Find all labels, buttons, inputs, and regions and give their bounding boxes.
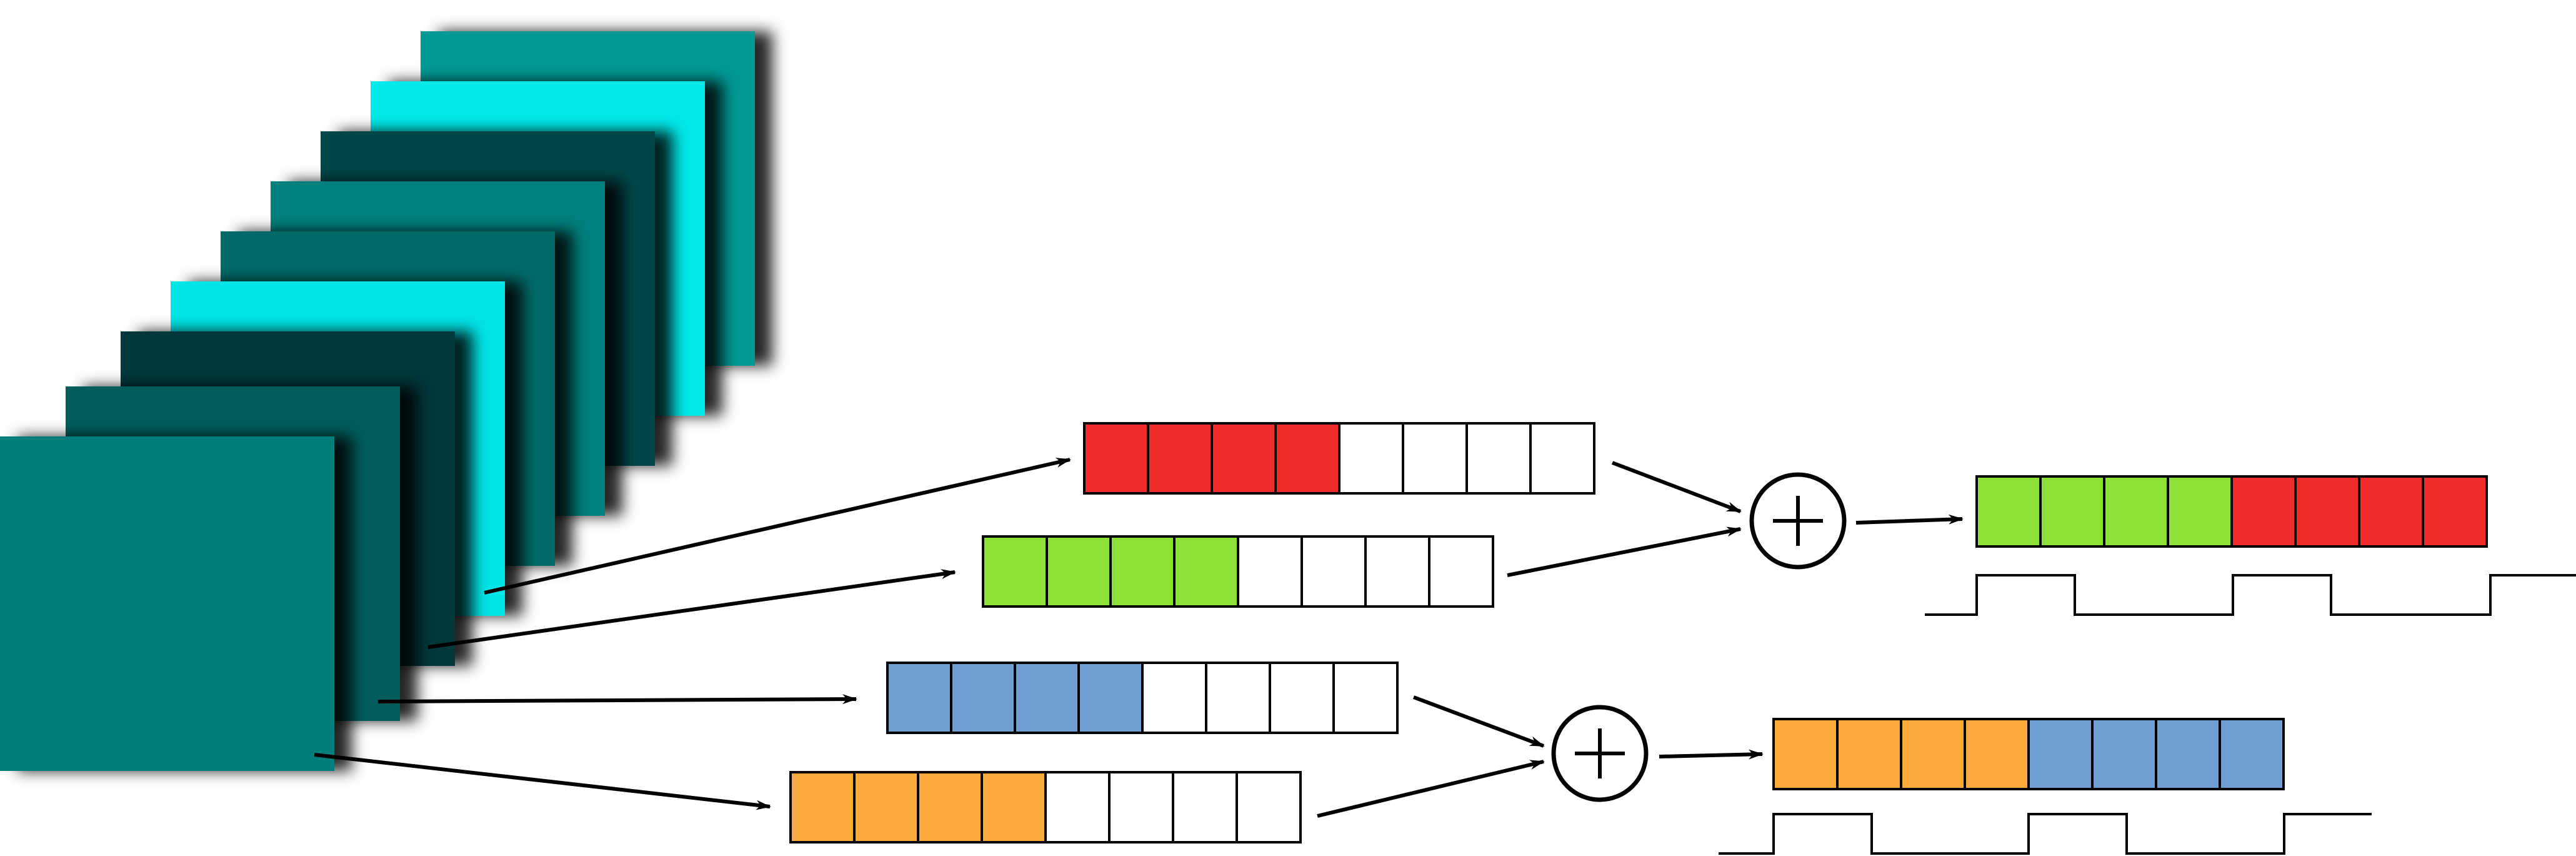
arrow-green-to-adder [1507,526,1742,577]
arrow-layer [314,458,1964,818]
sequence-cell [1402,422,1468,495]
arrow-bottom-sum-out [1659,749,1764,760]
sequence-cell [2027,718,2094,790]
adder-bottom [1551,705,1649,802]
sequence-cell [1044,771,1111,843]
sequence-cell [1109,535,1176,608]
sequence-cell [1147,422,1213,495]
arrow-to-orange [314,753,771,810]
red-sequence [1083,422,1595,495]
sequence-cell [1975,475,2042,548]
sequence-cell [1428,535,1494,608]
sequence-cell [886,662,952,734]
sequence-cell [1172,771,1238,843]
arrow-red-to-adder [1611,461,1742,513]
sequence-cell [1173,535,1239,608]
arrow-top-sum-out [1855,514,1964,525]
arrow-to-blue [377,694,857,705]
top-output [1975,475,2488,548]
sequence-cell [1083,422,1149,495]
sequence-cell [1465,422,1532,495]
sequence-cell [2167,475,2233,548]
arrow-to-red [484,458,1071,595]
adder-top [1749,472,1847,570]
feature-map-stack [0,31,755,771]
sequence-layer [789,422,1595,843]
sequence-cell [1077,662,1144,734]
sequence-cell [2103,475,2169,548]
sequence-cell [2294,475,2360,548]
arrow-orange-to-adder [1317,760,1545,818]
sequence-cell [2039,475,2105,548]
orange-sequence [789,771,1302,843]
sequence-cell [2091,718,2157,790]
sequence-cell [1237,535,1303,608]
sequence-cell [1046,535,1112,608]
green-sequence [982,535,1494,608]
sequence-cell [1900,718,1966,790]
bottom-output [1772,718,2285,790]
arrow-blue-to-adder [1412,695,1545,748]
sequence-cell [1964,718,2030,790]
sequence-cell [1332,662,1399,734]
sequence-cell [1364,535,1430,608]
sequence-cell [789,771,856,843]
feature-map [0,436,334,771]
blue-sequence [886,662,1399,734]
sequence-cell [2155,718,2221,790]
sequence-cell [981,771,1047,843]
sequence-cell [1141,662,1207,734]
sequence-cell [2219,718,2285,790]
arrow-to-green [427,569,956,649]
top-waveform [1925,574,2576,616]
sequence-cell [1274,422,1340,495]
sequence-cell [2358,475,2424,548]
sequence-cell [950,662,1016,734]
sequence-cell [1269,662,1335,734]
sequence-cell [1300,535,1367,608]
sequence-cell [1211,422,1277,495]
sequence-cell [1108,771,1174,843]
sequence-cell [1236,771,1302,843]
sequence-cell [917,771,983,843]
sequence-cell [2422,475,2488,548]
merged-output-layer [1772,475,2488,790]
sequence-cell [853,771,919,843]
sequence-cell [1338,422,1404,495]
sequence-cell [2230,475,2297,548]
sequence-cell [982,535,1048,608]
sequence-cell [1529,422,1595,495]
sequence-cell [1205,662,1271,734]
adder-layer [1551,472,1847,802]
sequence-cell [1836,718,1902,790]
waveform-layer [1719,574,2576,855]
sequence-cell [1772,718,1839,790]
sequence-cell [1014,662,1080,734]
bottom-waveform [1719,813,2372,855]
